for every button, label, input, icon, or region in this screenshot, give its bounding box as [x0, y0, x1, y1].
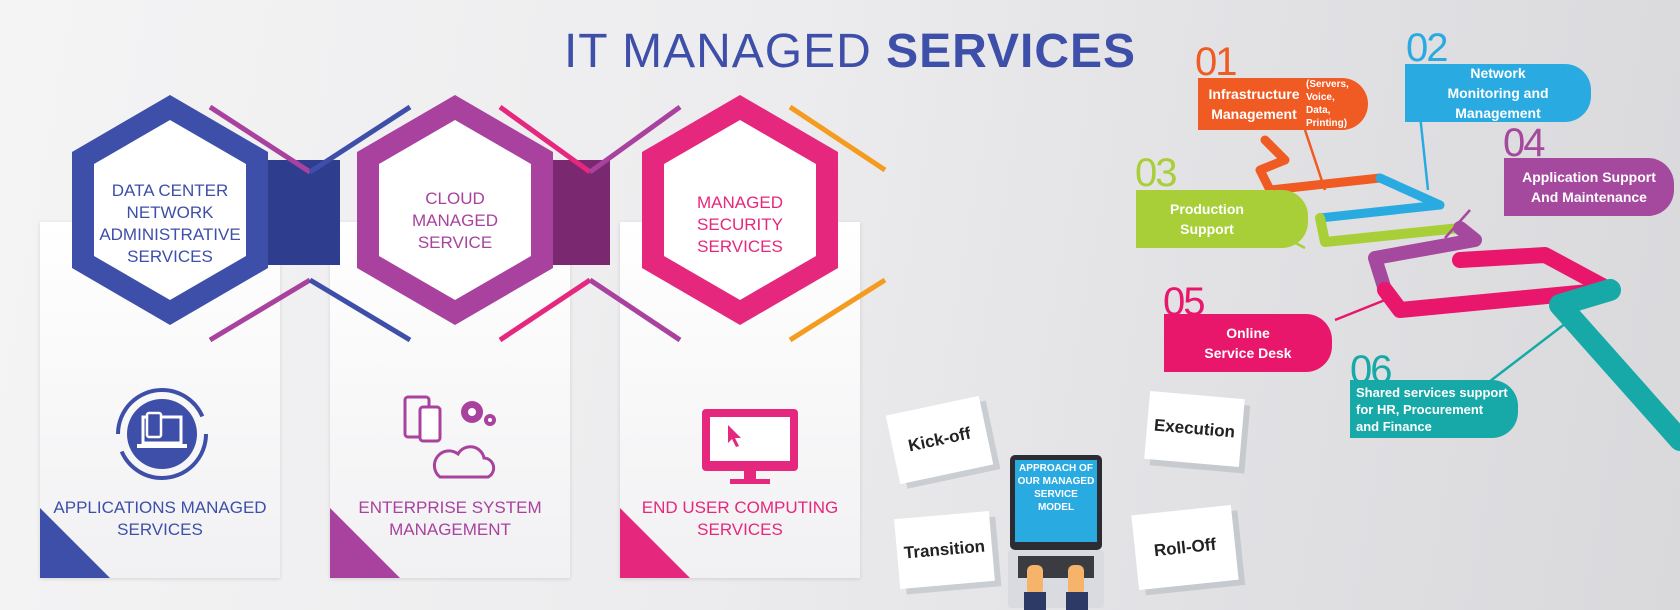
panel-label: ENTERPRISE SYSTEM MANAGEMENT: [358, 498, 542, 539]
devices-gears-cloud-icon: [403, 395, 496, 479]
step-label: Infrastructure Management: [1208, 86, 1300, 122]
laptop-screen-text: APPROACH OF OUR MANAGED SERVICE MODEL: [1017, 463, 1095, 513]
step-number: 03: [1135, 151, 1177, 195]
hexagon-label: CLOUD MANAGED SERVICE: [412, 189, 498, 252]
hexagon-label: DATA CENTER NETWORK ADMINISTRATIVE SERVI…: [99, 181, 241, 266]
step-box-04: Application Support And Maintenance: [1504, 158, 1674, 216]
monitor-cursor-icon: [702, 409, 798, 484]
hexagon-purple: [357, 95, 553, 325]
step-label: Shared services support for HR, Procurem…: [1356, 384, 1508, 434]
panel-applications: APPLICATIONS MANAGED SERVICES: [40, 222, 280, 578]
step-label: Application Support And Maintenance: [1522, 169, 1656, 205]
page-title: IT MANAGED SERVICES: [563, 25, 1137, 78]
hexagon-label: MANAGED SECURITY SERVICES: [697, 193, 783, 256]
hexagon-chain: [72, 95, 887, 343]
hexagon-pink: [642, 95, 838, 325]
corner-triangle: [330, 508, 400, 578]
step-sublabel: (Servers, Voice, Data, Printing): [1306, 79, 1349, 129]
step-label: Production Support: [1170, 201, 1244, 237]
laptop-phone-icon: [116, 388, 208, 480]
step-number: 02: [1406, 26, 1448, 70]
corner-triangle: [40, 508, 110, 578]
step-number: 01: [1195, 40, 1237, 84]
step-box-01: Infrastructure Management (Servers, Voic…: [1198, 78, 1368, 130]
step-box-05: Online Service Desk: [1164, 314, 1332, 372]
step-box-03: Production Support: [1136, 190, 1308, 248]
panel-label: APPLICATIONS MANAGED SERVICES: [53, 498, 267, 539]
step-box-02: Network Monitoring and Management: [1405, 64, 1591, 122]
step-number: 04: [1503, 121, 1545, 165]
hands-icon: [1027, 565, 1084, 595]
hexagon-blue: [72, 95, 268, 325]
panel-label: END USER COMPUTING SERVICES: [641, 498, 839, 539]
step-box-06: Shared services support for HR, Procurem…: [1350, 380, 1518, 438]
step-label: Online Service Desk: [1204, 325, 1292, 361]
corner-triangle: [620, 508, 690, 578]
step-label: Network Monitoring and Management: [1447, 65, 1549, 121]
